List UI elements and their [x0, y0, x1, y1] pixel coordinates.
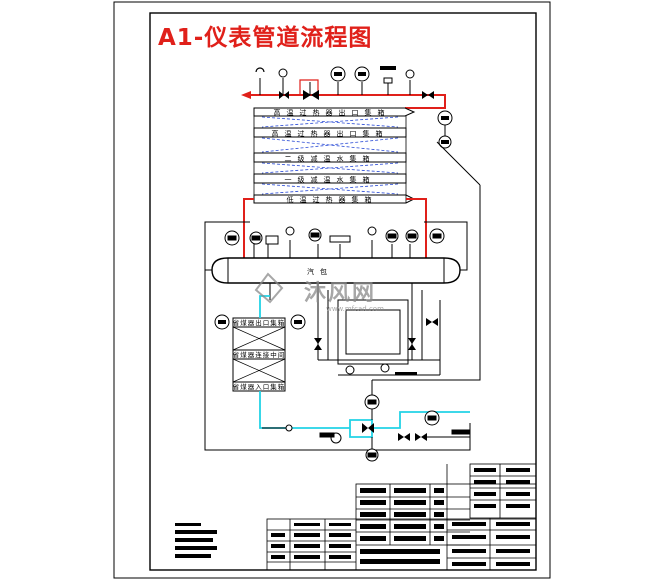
steam-drum: 汽包: [211, 257, 461, 284]
section-4-label: 一级减温水集箱: [285, 175, 376, 184]
section-3: 二级减温水集箱: [253, 152, 407, 163]
riser-lines: [243, 198, 427, 262]
economizer-bottom-header: [232, 381, 286, 392]
title-block: [266, 463, 537, 571]
section-2: 高温过热器出口集箱: [253, 127, 407, 138]
watermark: 沐风网 www.mfcad.com: [254, 272, 384, 313]
feed-water-instruments: [262, 380, 471, 462]
economizer-bottom-label: 省煤器入口集箱: [233, 382, 286, 391]
section-4: 一级减温水集箱: [253, 173, 407, 184]
title-block-fill: [175, 468, 530, 566]
section-2-label: 高温过热器出口集箱: [272, 129, 389, 138]
steam-outlet-gauge-icon: [255, 67, 415, 79]
feed-water-valve-icon: [362, 423, 427, 441]
section-1: 高温过热器出口集箱: [253, 107, 416, 117]
internal-piping: [269, 283, 441, 376]
section-connectors: [261, 116, 399, 195]
watermark-url: www.mfcad.com: [326, 305, 384, 313]
section-1-label: 高温过热器出口集箱: [274, 108, 391, 117]
watermark-text: 沐风网: [304, 281, 376, 306]
outer-border: [113, 1, 551, 579]
section-side-lines: [253, 116, 407, 203]
economizer: 省煤器出口集箱 省煤器连接中间 省煤器入口集箱: [214, 295, 306, 392]
section-3-label: 二级减温水集箱: [285, 154, 376, 163]
section-5: 低温过热器集箱: [253, 194, 416, 204]
economizer-mid-label: 省煤器连接中间: [233, 350, 286, 359]
main-steam-line: [241, 78, 446, 109]
page-title: A1-仪表管道流程图: [158, 25, 373, 51]
top-instrument-circle-icon: [330, 66, 453, 149]
internal-valve-icon: [314, 318, 438, 375]
drum-label: 汽包: [307, 267, 333, 276]
drum-top-instruments: [224, 226, 445, 258]
steam-header-valve-icon: [279, 90, 434, 100]
section-5-label: 低温过热器集箱: [287, 195, 378, 204]
economizer-top-label: 省煤器出口集箱: [233, 318, 286, 327]
